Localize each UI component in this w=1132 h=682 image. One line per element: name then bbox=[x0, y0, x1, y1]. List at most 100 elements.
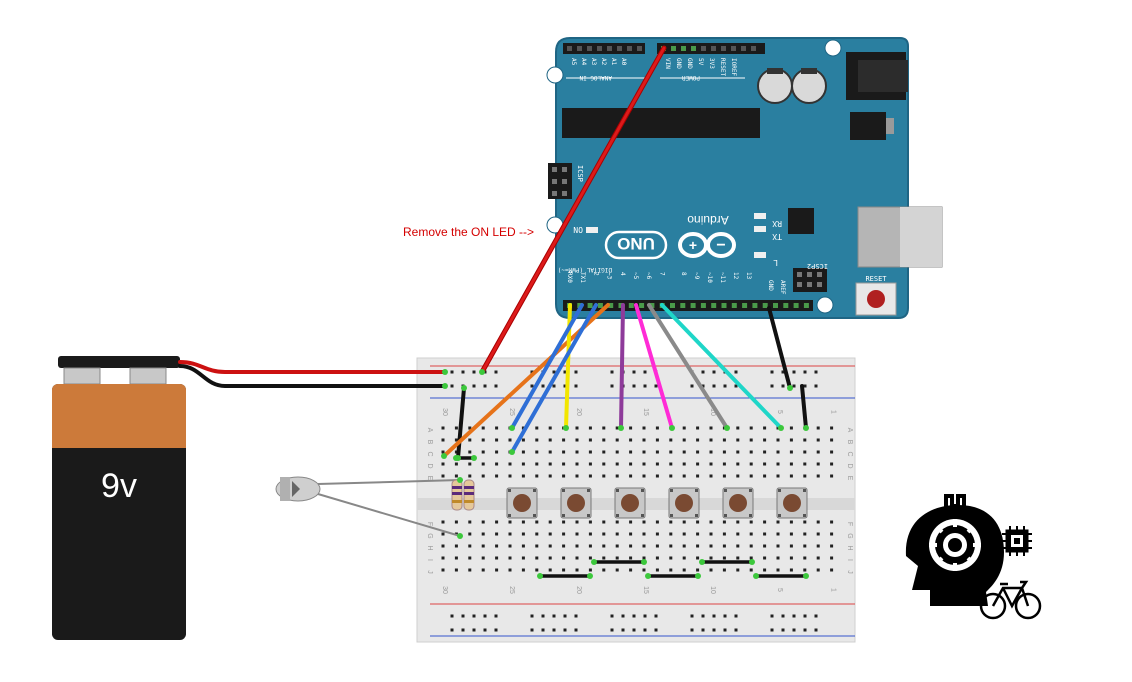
grid-hole bbox=[709, 426, 713, 430]
rail-hole bbox=[770, 614, 774, 618]
grid-hole bbox=[562, 556, 566, 560]
grid-hole bbox=[803, 556, 807, 560]
rail-hole bbox=[541, 384, 545, 388]
grid-hole bbox=[655, 462, 659, 466]
grid-hole bbox=[508, 474, 512, 478]
row-letter: D bbox=[426, 463, 433, 468]
grid-hole bbox=[441, 544, 445, 548]
grid-hole bbox=[588, 474, 592, 478]
grid-hole bbox=[495, 426, 499, 430]
grid-hole bbox=[682, 462, 686, 466]
row-letter: J bbox=[426, 570, 433, 574]
grid-hole bbox=[468, 462, 472, 466]
grid-hole bbox=[602, 438, 606, 442]
grid-hole bbox=[481, 568, 485, 572]
grid-hole bbox=[548, 426, 552, 430]
grid-hole bbox=[575, 532, 579, 536]
grid-hole bbox=[642, 532, 646, 536]
rail-hole bbox=[814, 614, 818, 618]
wire-end bbox=[457, 477, 463, 483]
grid-hole bbox=[655, 532, 659, 536]
rail-hole bbox=[803, 384, 807, 388]
grid-hole bbox=[789, 532, 793, 536]
grid-hole bbox=[722, 544, 726, 548]
rail-hole bbox=[472, 370, 476, 374]
rail-hole bbox=[654, 384, 658, 388]
grid-hole bbox=[548, 474, 552, 478]
grid-hole bbox=[655, 450, 659, 454]
on-led bbox=[586, 227, 598, 233]
grid-hole bbox=[454, 568, 458, 572]
grid-hole bbox=[481, 438, 485, 442]
grid-hole bbox=[454, 426, 458, 430]
grid-hole bbox=[562, 474, 566, 478]
rail-hole bbox=[701, 384, 705, 388]
grid-hole bbox=[629, 556, 633, 560]
grid-hole bbox=[615, 544, 619, 548]
grid-hole bbox=[575, 462, 579, 466]
grid-hole bbox=[749, 438, 753, 442]
grid-hole bbox=[709, 462, 713, 466]
grid-hole bbox=[830, 438, 834, 442]
grid-hole bbox=[629, 544, 633, 548]
rail-hole bbox=[610, 370, 614, 374]
grid-hole bbox=[642, 568, 646, 572]
grid-hole bbox=[655, 474, 659, 478]
rail-hole bbox=[574, 628, 578, 632]
grid-hole bbox=[562, 450, 566, 454]
column-number: 20 bbox=[575, 408, 582, 416]
power-pin-label: GND bbox=[686, 58, 693, 69]
grid-hole bbox=[816, 438, 820, 442]
grid-hole bbox=[602, 426, 606, 430]
grid-hole bbox=[669, 520, 673, 524]
grid-hole bbox=[521, 568, 525, 572]
grid-hole bbox=[521, 556, 525, 560]
grid-hole bbox=[629, 462, 633, 466]
grid-hole bbox=[615, 426, 619, 430]
row-letter: I bbox=[426, 559, 433, 561]
grid-hole bbox=[696, 520, 700, 524]
digital-pin-label: 13 bbox=[745, 272, 752, 280]
rail-hole bbox=[712, 614, 716, 618]
grid-hole bbox=[789, 462, 793, 466]
wire-end bbox=[509, 425, 515, 431]
rail-hole bbox=[483, 628, 487, 632]
grid-hole bbox=[830, 450, 834, 454]
grid-hole bbox=[642, 556, 646, 560]
grid-hole bbox=[749, 532, 753, 536]
rail-hole bbox=[530, 384, 534, 388]
grid-hole bbox=[441, 426, 445, 430]
grid-hole bbox=[629, 568, 633, 572]
grid-hole bbox=[508, 532, 512, 536]
grid-hole bbox=[736, 532, 740, 536]
grid-hole bbox=[548, 556, 552, 560]
grid-hole bbox=[481, 426, 485, 430]
grid-hole bbox=[441, 520, 445, 524]
grid-hole bbox=[562, 544, 566, 548]
rail-hole bbox=[792, 384, 796, 388]
grid-hole bbox=[722, 568, 726, 572]
digital-pin-label: 4 bbox=[619, 272, 626, 276]
rail-hole bbox=[483, 614, 487, 618]
grid-hole bbox=[602, 532, 606, 536]
grid-hole bbox=[749, 520, 753, 524]
grid-hole bbox=[655, 520, 659, 524]
rail-hole bbox=[530, 370, 534, 374]
grid-hole bbox=[682, 438, 686, 442]
grid-hole bbox=[763, 438, 767, 442]
grid-hole bbox=[763, 462, 767, 466]
l-label: L bbox=[773, 258, 778, 267]
row-letter: A bbox=[846, 428, 853, 433]
rx-label: RX bbox=[772, 219, 782, 228]
grid-hole bbox=[789, 520, 793, 524]
digital-pin-label: 2 bbox=[592, 272, 599, 276]
grid-hole bbox=[548, 462, 552, 466]
grid-hole bbox=[669, 568, 673, 572]
grid-hole bbox=[830, 568, 834, 572]
grid-hole bbox=[776, 568, 780, 572]
grid-hole bbox=[763, 544, 767, 548]
digital-pin-label: TX1 bbox=[579, 272, 586, 283]
grid-hole bbox=[642, 462, 646, 466]
rail-hole bbox=[563, 614, 567, 618]
